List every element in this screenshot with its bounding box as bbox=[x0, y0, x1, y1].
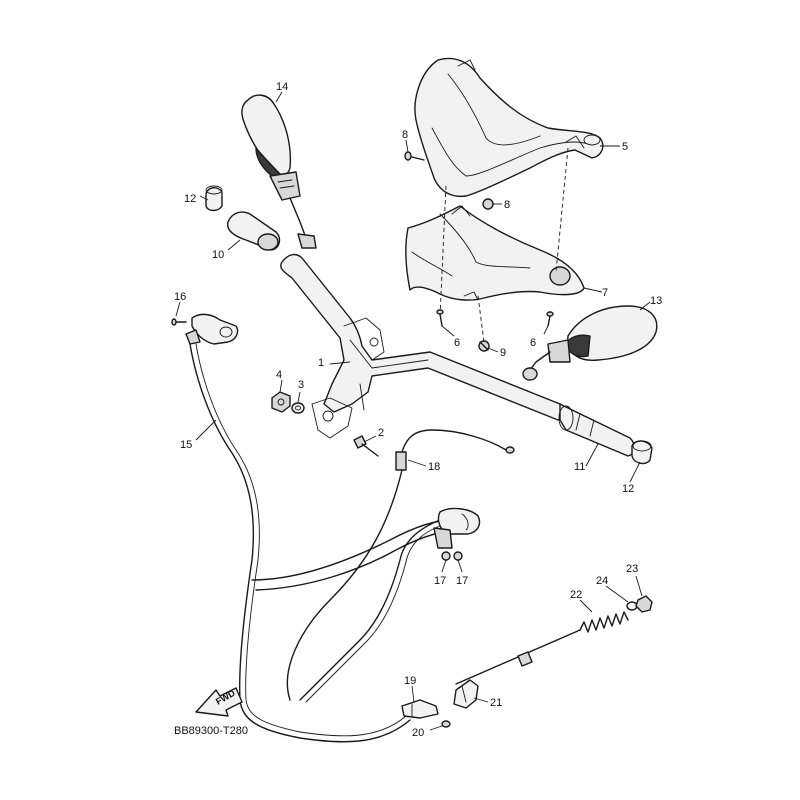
callout-20[interactable]: 20 bbox=[412, 727, 424, 739]
nut-4[interactable] bbox=[271, 391, 291, 413]
cable-18[interactable] bbox=[286, 429, 515, 701]
callout-21[interactable]: 21 bbox=[490, 697, 502, 709]
diagram-code: BB89300-T280 bbox=[174, 725, 248, 737]
left-mirror[interactable] bbox=[241, 94, 317, 249]
cable-bundle bbox=[299, 519, 441, 701]
screw-6-right[interactable] bbox=[546, 311, 554, 327]
cable-15-inner bbox=[195, 343, 407, 737]
callout-1[interactable]: 1 bbox=[318, 357, 324, 369]
fwd-arrow-icon: FWD bbox=[195, 687, 243, 717]
screw-17b[interactable] bbox=[453, 551, 463, 561]
left-grip[interactable] bbox=[227, 211, 281, 251]
callout-16[interactable]: 16 bbox=[174, 291, 186, 303]
cable-15[interactable] bbox=[189, 343, 411, 743]
leader-lines bbox=[175, 91, 651, 731]
callout-8-upper[interactable]: 8 bbox=[402, 129, 408, 141]
callout-3[interactable]: 3 bbox=[298, 379, 304, 391]
lower-handlebar-cover[interactable] bbox=[405, 205, 585, 301]
assembly-line bbox=[477, 295, 485, 343]
callout-6-right[interactable]: 6 bbox=[530, 337, 536, 349]
grip-end-right[interactable] bbox=[631, 440, 653, 465]
screw-17a[interactable] bbox=[441, 551, 451, 561]
cable-rod[interactable] bbox=[455, 629, 581, 685]
callout-7[interactable]: 7 bbox=[602, 287, 608, 299]
assembly-line bbox=[555, 147, 569, 273]
assembly-line bbox=[439, 185, 447, 317]
right-mirror[interactable] bbox=[522, 305, 658, 381]
lever-bracket-16[interactable] bbox=[185, 313, 239, 345]
screw-16[interactable] bbox=[171, 318, 187, 326]
callout-4[interactable]: 4 bbox=[276, 369, 282, 381]
callout-14[interactable]: 14 bbox=[276, 81, 288, 93]
cable-bundle bbox=[305, 523, 447, 703]
callout-6-left[interactable]: 6 bbox=[454, 337, 460, 349]
nut-23[interactable] bbox=[635, 595, 653, 613]
right-grip[interactable] bbox=[558, 403, 635, 457]
callout-24[interactable]: 24 bbox=[596, 575, 608, 587]
upper-handlebar-cover[interactable] bbox=[414, 57, 604, 198]
callout-11[interactable]: 11 bbox=[574, 461, 585, 473]
callout-15[interactable]: 15 bbox=[180, 439, 192, 451]
washer-3[interactable] bbox=[291, 402, 305, 414]
cable-guide-21[interactable] bbox=[453, 679, 479, 709]
callout-9[interactable]: 9 bbox=[500, 347, 506, 359]
callout-5[interactable]: 5 bbox=[622, 141, 628, 153]
callout-8-lower[interactable]: 8 bbox=[504, 199, 510, 211]
brake-cable-joint[interactable] bbox=[433, 507, 481, 549]
screw-20[interactable] bbox=[441, 720, 451, 728]
callouts: 14 8 5 8 7 13 12 10 16 1 4 3 2 6 6 9 15 … bbox=[174, 81, 662, 739]
bolt-9[interactable] bbox=[478, 340, 490, 352]
callout-22[interactable]: 22 bbox=[570, 589, 582, 601]
callout-17a[interactable]: 17 bbox=[434, 575, 446, 587]
callout-18[interactable]: 18 bbox=[428, 461, 440, 473]
grip-end-left[interactable] bbox=[205, 185, 223, 212]
callout-12-left[interactable]: 12 bbox=[184, 193, 196, 205]
screw-6-left[interactable] bbox=[436, 309, 444, 327]
callout-23[interactable]: 23 bbox=[626, 563, 638, 575]
spring-22[interactable] bbox=[579, 611, 629, 633]
cable-clamp-19[interactable] bbox=[401, 699, 439, 719]
callout-2[interactable]: 2 bbox=[378, 427, 384, 439]
bolt-2[interactable] bbox=[353, 435, 379, 457]
callout-13[interactable]: 13 bbox=[650, 295, 662, 307]
callout-17b[interactable]: 17 bbox=[456, 575, 468, 587]
callout-12-right[interactable]: 12 bbox=[622, 483, 634, 495]
callout-10[interactable]: 10 bbox=[212, 249, 224, 261]
screw-8-upper[interactable] bbox=[404, 151, 425, 161]
screw-8-lower[interactable] bbox=[482, 198, 494, 210]
callout-19[interactable]: 19 bbox=[404, 675, 416, 687]
cable-bundle bbox=[255, 529, 453, 591]
